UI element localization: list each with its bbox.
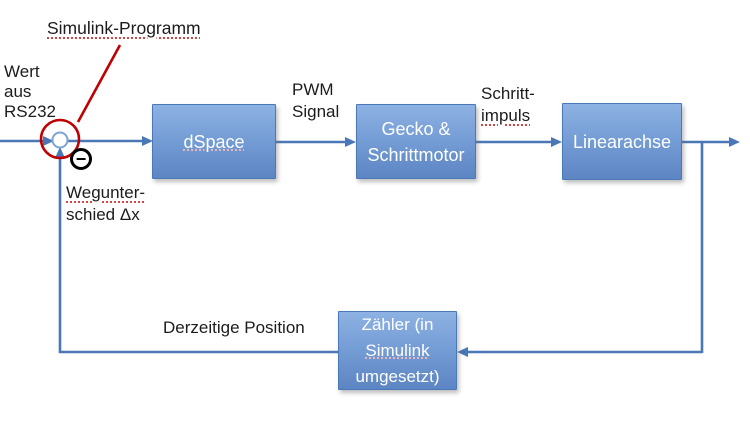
block-dspace: dSpace [152, 104, 276, 179]
wert-aus-rs232-label: Wert aus RS232 [4, 62, 56, 121]
arrowhead-into-dspace [142, 136, 153, 146]
schrittimpuls-label: Schritt- impuls [481, 84, 535, 125]
minus-sign: − [75, 149, 87, 169]
simulink-annotation-label: Simulink-Programm [47, 18, 201, 38]
arrowhead-output [729, 137, 740, 147]
derzeitige-position-label: Derzeitige Position [163, 318, 305, 337]
block-gecko-label-line2: Schrittmotor [367, 144, 465, 165]
arrowhead-into-gecko [345, 137, 356, 147]
block-dspace-label: dSpace [183, 131, 245, 152]
pwm-signal-label: PWM Signal [292, 80, 340, 121]
block-zaehler-label-line1: Zähler (in [361, 314, 434, 334]
arrowhead-into-zaehler [457, 347, 468, 357]
arrowhead-into-junction [43, 136, 54, 146]
red-annotation-circle [39, 118, 81, 160]
block-zaehler-label-line2: Simulink [365, 340, 430, 360]
block-linearachse-label: Linearachse [572, 131, 672, 152]
block-zaehler: Zähler (in Simulink umgesetzt) [338, 311, 457, 390]
block-gecko-schrittmotor: Gecko & Schrittmotor [356, 104, 476, 179]
summing-junction-circle [51, 131, 69, 149]
block-zaehler-label-line3: umgesetzt) [355, 366, 440, 386]
arrowhead-up-into-junction [55, 147, 65, 158]
minus-sign-badge: − [70, 148, 92, 170]
red-annotation-line [76, 44, 122, 123]
block-linearachse: Linearachse [562, 103, 682, 180]
block-gecko-label-line1: Gecko & [381, 118, 451, 139]
wegunterschied-label: Wegunter- schied Δx [66, 183, 146, 224]
arrowhead-into-linear [551, 137, 562, 147]
